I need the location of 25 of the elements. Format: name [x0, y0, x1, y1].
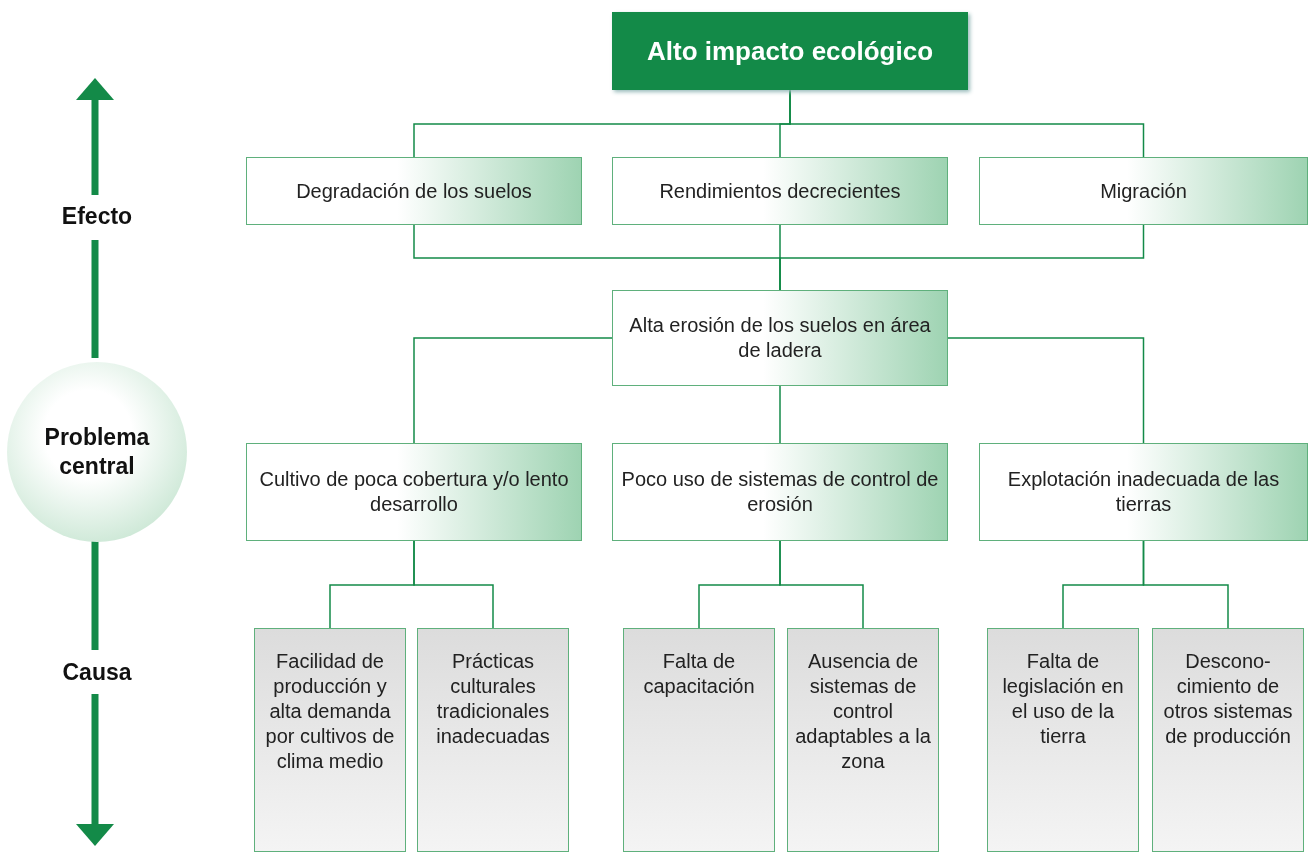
title-box: Alto impacto ecológico — [612, 12, 968, 90]
connector-line — [413, 337, 613, 444]
connector-line — [779, 540, 864, 629]
root-cause-box: Falta de capacitación — [623, 628, 775, 852]
central-problem-circle: Problema central — [7, 362, 187, 542]
root-cause-box: Prácticas culturales tradicionales inadecuadas — [417, 628, 569, 852]
root-cause-box: Falta de legislación en el uso de la tierra — [987, 628, 1139, 852]
root-cause-box: Descono- cimiento de otros sistemas de producción — [1152, 628, 1304, 852]
connector-line — [1142, 540, 1229, 629]
effect-cause-box: Rendimientos decrecientes — [612, 157, 948, 225]
connector-line — [779, 385, 781, 444]
connector-line — [947, 337, 1145, 444]
effect-cause-box: Migración — [979, 157, 1308, 225]
effect-cause-box: Degradación de los suelos — [246, 157, 582, 225]
axis-label: Efecto — [61, 202, 133, 230]
effect-cause-box: Alta erosión de los suelos en área de ladera — [612, 290, 948, 386]
axis-label: Causa — [62, 658, 132, 686]
effect-cause-box: Poco uso de sistemas de control de erosión — [612, 443, 948, 541]
connector-line — [779, 224, 1145, 291]
connector-line — [413, 540, 494, 629]
effect-cause-box: Explotación inadecuada de las tierras — [979, 443, 1308, 541]
root-cause-box: Ausencia de sistemas de control adaptables a la zona — [787, 628, 939, 852]
root-cause-box: Facilidad de producción y alta demanda por cultivos de clima medio — [254, 628, 406, 852]
connector-line — [789, 89, 1145, 158]
effect-cause-box: Cultivo de poca cobertura y/o lento desarrollo — [246, 443, 582, 541]
